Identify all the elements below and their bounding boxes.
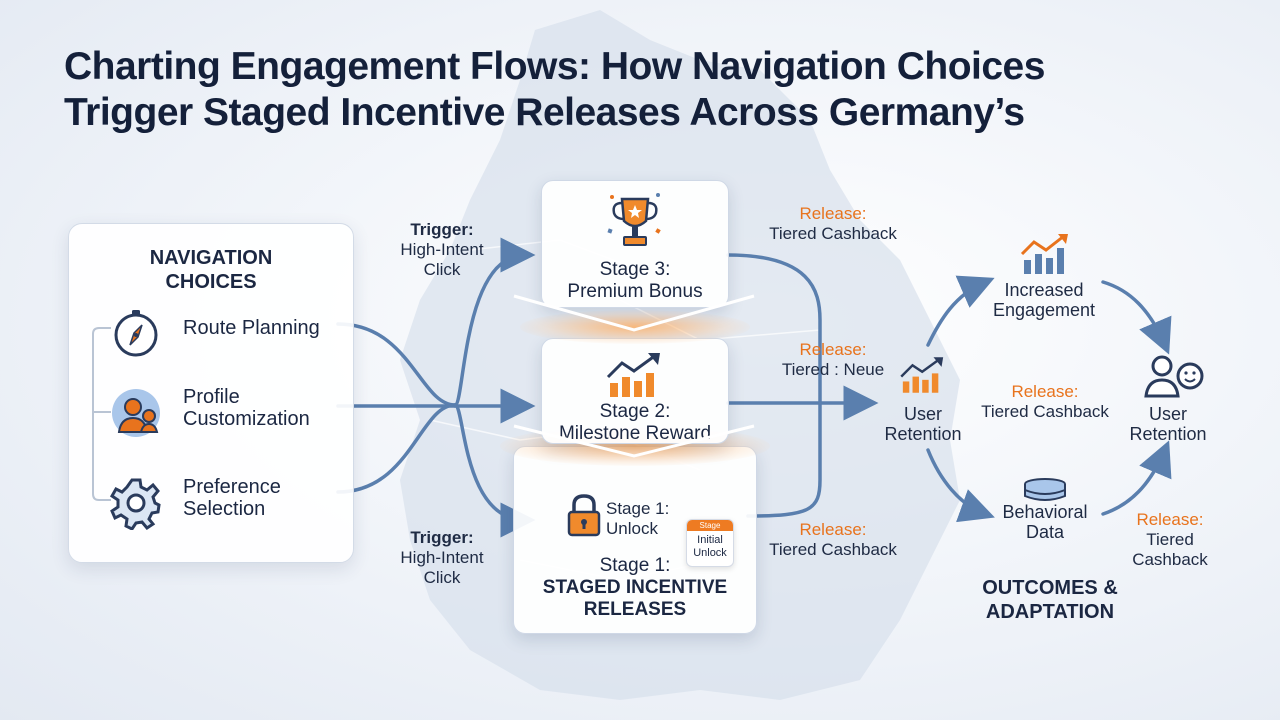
stage-3-label: Stage 3: Premium Bonus [567,259,703,302]
user-smile-icon [1144,355,1204,398]
bar-chart-icon [1020,234,1068,274]
initial-unlock-badge: Stage Initial Unlock [686,519,734,567]
gear-icon [110,478,161,530]
trophy-icon [607,193,661,246]
staged-incentive-releases-label: Stage 1: STAGED INCENTIVE RELEASES [542,555,728,620]
stage-3-card[interactable]: Stage 3: Premium Bonus [541,180,729,308]
stage-2-label: Stage 2: Milestone Reward [558,401,712,444]
compass-icon [114,310,158,357]
release-label-5: Release: Tiered Cashback [1132,510,1208,569]
trigger-label-top: Trigger: High-Intent Click [400,220,484,279]
profile-customization-label: Profile Customization [183,386,310,430]
outcome-user-retention-right: User Retention [1120,352,1216,448]
padlock-icon [567,494,601,537]
outcome-increased-engagement: Increased Engagement [984,232,1104,324]
nav-item-route-planning[interactable]: Route Planning [109,302,349,362]
stage-3-glow [520,310,750,344]
stage-3-chevron [513,294,755,332]
preference-selection-label: Preference Selection [183,476,281,520]
route-planning-label: Route Planning [183,317,320,339]
navigation-choices-panel: NAVIGATION CHOICES Route Planning Profil… [68,223,354,563]
title-line-2: Trigger Staged Incentive Releases Across… [64,91,1025,134]
database-icon [1024,478,1066,501]
panel-bracket [92,327,111,501]
outcome-user-retention-left: User Retention [868,350,978,450]
nav-item-preference-selection[interactable]: Preference Selection [109,472,349,532]
user-profile-icon [112,389,160,437]
release-label-1: Release: Tiered Cashback [769,204,897,243]
release-label-2: Release: Tiered : Neue [781,340,885,379]
growth-chart-icon [900,357,944,393]
navigation-panel-title: NAVIGATION CHOICES [149,247,273,293]
nav-item-profile-customization[interactable]: Profile Customization [109,382,349,442]
growth-chart-icon [606,353,660,397]
outcomes-adaptation-title: OUTCOMES & ADAPTATION [982,577,1118,623]
stage-1-unlock-label: Stage 1: Unlock [606,499,670,538]
page-title: Charting Engagement Flows: How Navigatio… [64,44,1144,136]
release-label-4: Release: Tiered Cashback [981,382,1109,421]
stage-1-card[interactable]: Stage 1: Unlock Stage Initial Unlock Sta… [513,446,757,634]
outcome-behavioral-data: Behavioral Data [990,478,1100,558]
trigger-label-bottom: Trigger: High-Intent Click [400,528,484,587]
title-line-1: Charting Engagement Flows: How Navigatio… [64,45,1045,88]
stage-2-chevron [513,424,755,458]
release-label-3: Release: Tiered Cashback [769,520,897,559]
